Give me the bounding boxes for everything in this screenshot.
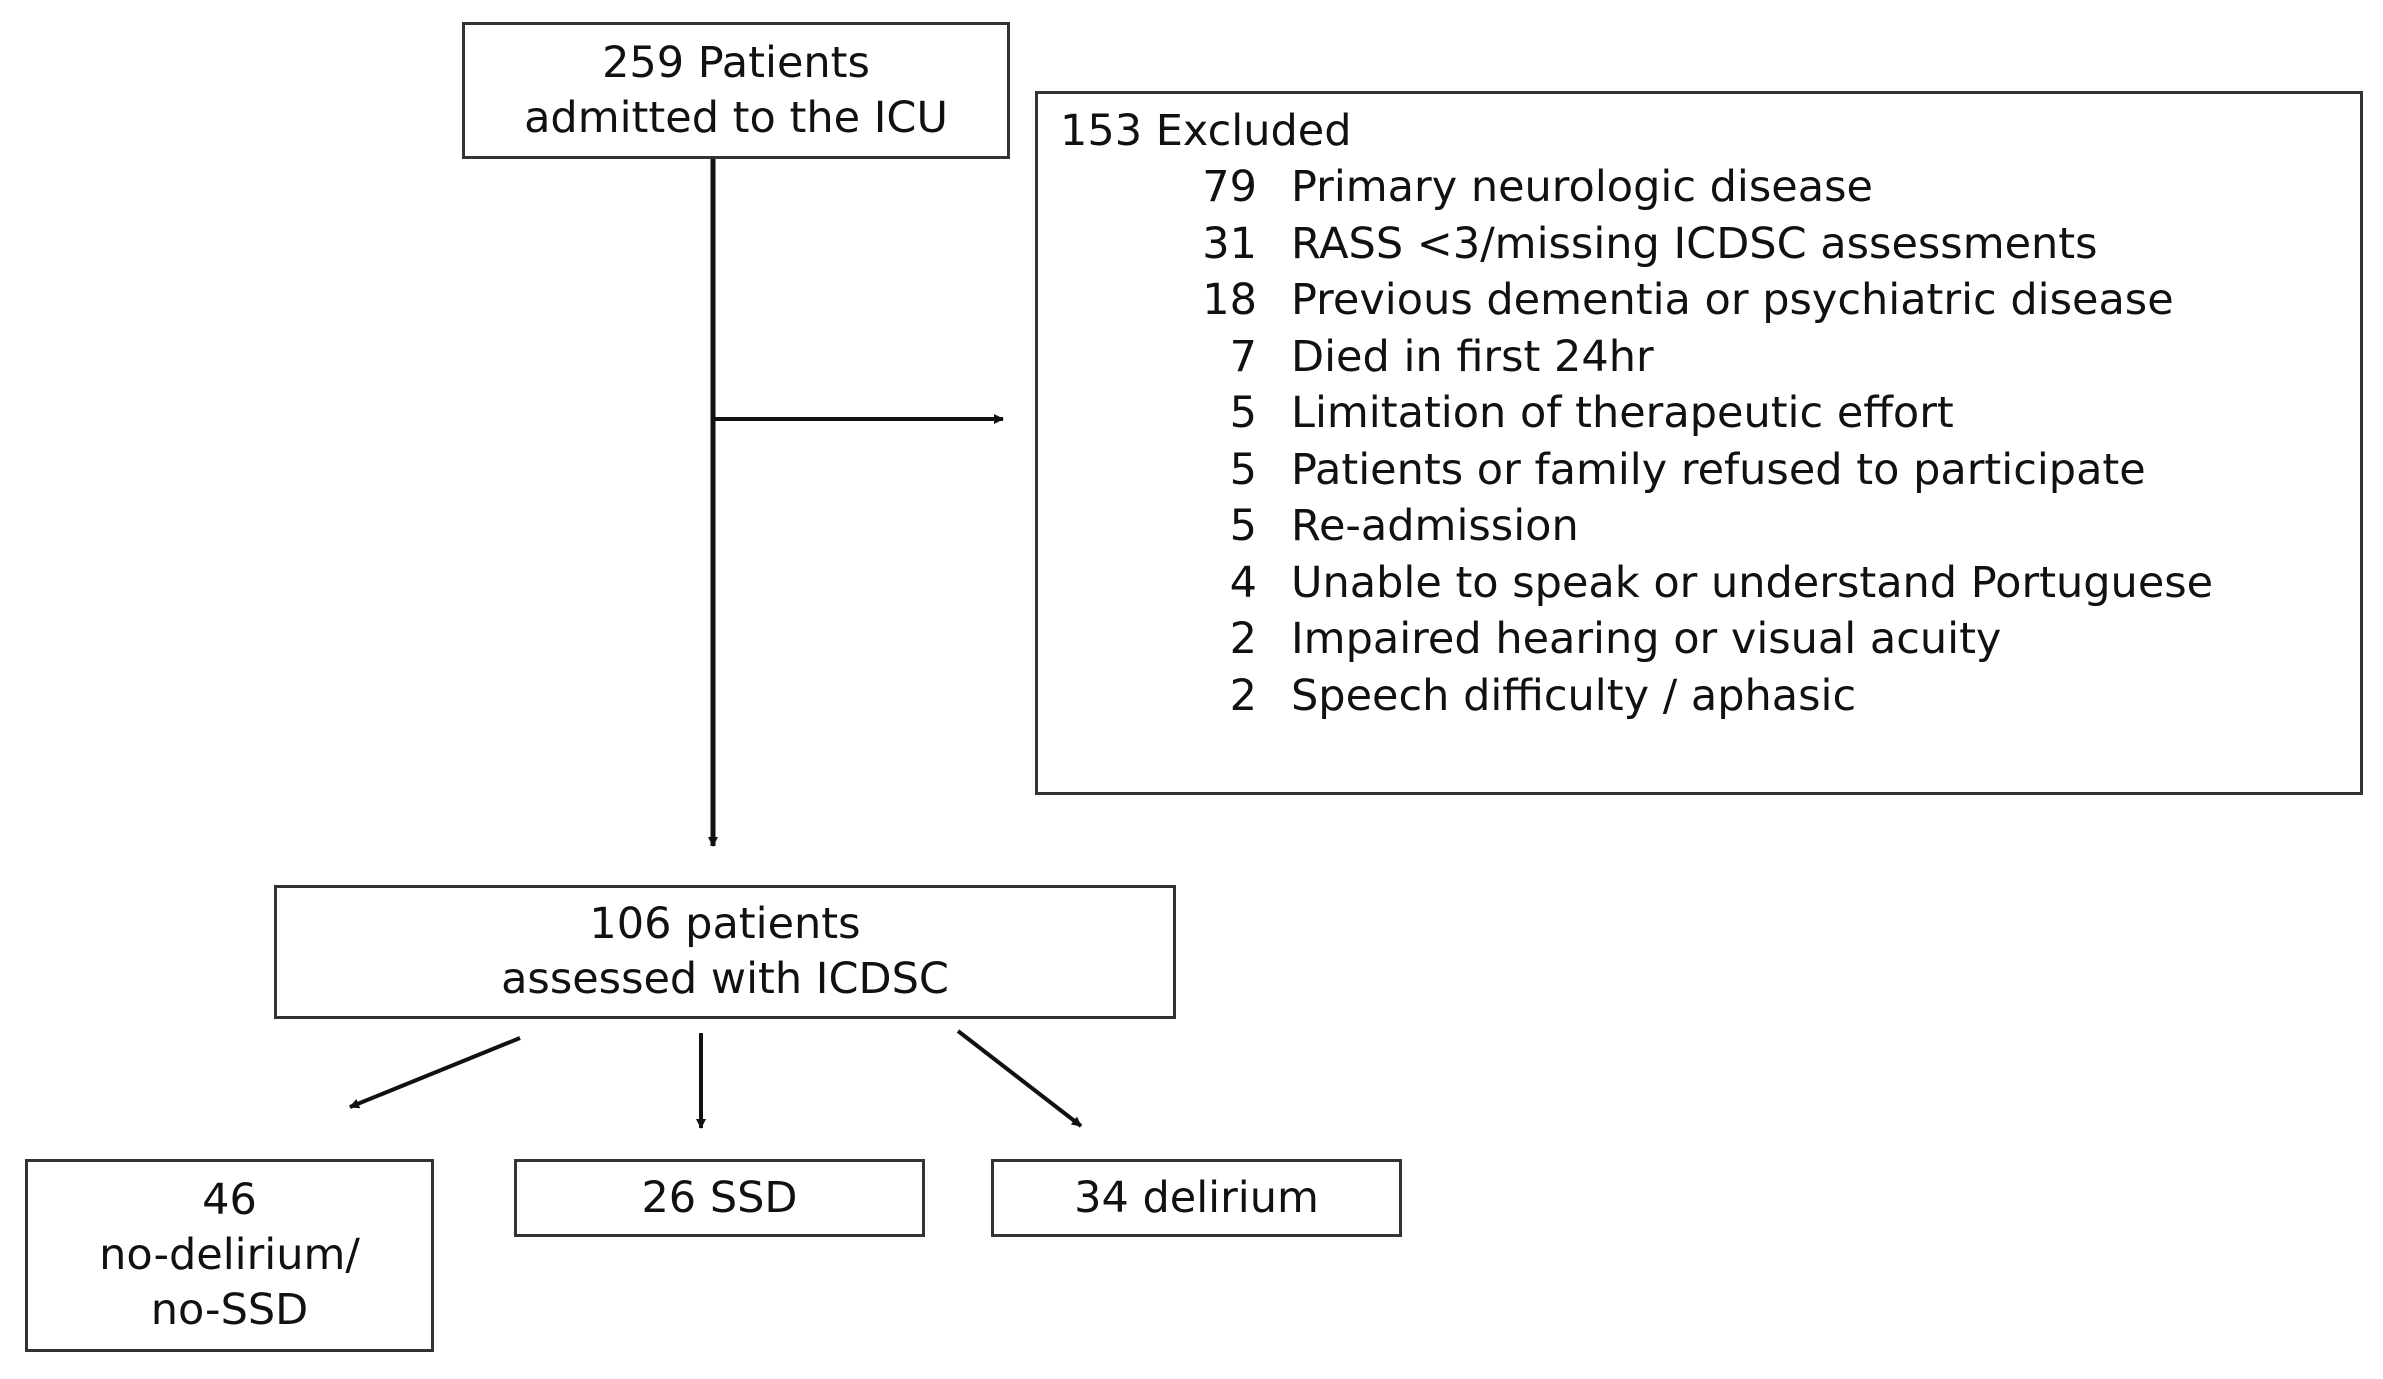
exclusion-count: 2 xyxy=(1229,670,1257,721)
exclusion-reason: 18 Previous dementia or psychiatric dise… xyxy=(1038,273,2360,330)
admitted-description-text: admitted to the ICU xyxy=(524,92,948,143)
assessed-count-text: 106 patients xyxy=(589,899,861,949)
exclusion-label: Primary neurologic disease xyxy=(1291,162,1873,212)
exclusion-label: Died in first 24hr xyxy=(1291,331,1654,382)
exclusion-count: 4 xyxy=(1229,557,1257,608)
exclusion-label: Unable to speak or understand Portuguese xyxy=(1291,557,2214,608)
exclusion-label: Patients or family refused to participat… xyxy=(1291,444,2146,495)
no-delirium-arrow xyxy=(349,1036,521,1109)
admitted-patients-box: 259 Patients admitted to the ICU xyxy=(462,22,1010,159)
exclusion-reason: 5 Patients or family refused to particip… xyxy=(1038,443,2360,500)
ssd-box: 26 SSD xyxy=(514,1159,925,1237)
exclusion-reasons-list: 79 Primary neurologic disease 31 RASS <3… xyxy=(1038,160,2360,725)
assessed-patients-box: 106 patients assessed with ICDSC xyxy=(274,885,1176,1019)
no-delirium-box: 46 no-delirium/ no-SSD xyxy=(25,1159,434,1352)
excluded-title: 153 Excluded xyxy=(1060,106,1352,156)
exclusion-reason: 2 Speech difficulty / aphasic xyxy=(1038,669,2360,726)
exclusion-count: 5 xyxy=(1229,501,1257,551)
exclusion-label: RASS <3/missing ICDSC assessments xyxy=(1291,218,2098,269)
exclusion-label: Impaired hearing or visual acuity xyxy=(1291,614,2002,664)
no-ssd-label: no-SSD xyxy=(150,1285,309,1335)
exclusion-label: Re-admission xyxy=(1291,501,1579,551)
exclusion-count: 5 xyxy=(1229,444,1257,495)
exclusion-count: 79 xyxy=(1202,162,1257,212)
exclusion-reason: 5 Limitation of therapeutic effort xyxy=(1038,386,2360,443)
exclusion-label: Previous dementia or psychiatric disease xyxy=(1291,275,2174,325)
excluded-box: 153 Excluded 79 Primary neurologic disea… xyxy=(1035,91,2363,795)
exclusion-reason: 2 Impaired hearing or visual acuity xyxy=(1038,612,2360,669)
exclusion-count: 18 xyxy=(1202,275,1257,325)
exclusion-reason: 7 Died in first 24hr xyxy=(1038,330,2360,387)
exclusion-count: 7 xyxy=(1229,331,1257,382)
exclusion-reason: 31 RASS <3/missing ICDSC assessments xyxy=(1038,217,2360,274)
delirium-box: 34 delirium xyxy=(991,1159,1402,1237)
exclusion-reason: 5 Re-admission xyxy=(1038,499,2360,556)
exclusion-count: 5 xyxy=(1229,388,1257,438)
exclusion-label: Speech difficulty / aphasic xyxy=(1291,670,1857,721)
ssd-label: 26 SSD xyxy=(641,1172,798,1223)
delirium-label: 34 delirium xyxy=(1074,1172,1319,1223)
exclusion-count: 2 xyxy=(1229,614,1257,664)
no-delirium-label: no-delirium/ xyxy=(99,1230,360,1280)
exclusion-reason: 79 Primary neurologic disease xyxy=(1038,160,2360,217)
assessed-description-text: assessed with ICDSC xyxy=(501,954,949,1004)
no-delirium-count: 46 xyxy=(202,1175,257,1225)
exclusion-reason: 4 Unable to speak or understand Portugue… xyxy=(1038,556,2360,613)
exclusion-label: Limitation of therapeutic effort xyxy=(1291,388,1954,438)
exclusion-count: 31 xyxy=(1202,218,1257,269)
admitted-count-text: 259 Patients xyxy=(602,37,870,88)
delirium-arrow xyxy=(956,1029,1083,1128)
